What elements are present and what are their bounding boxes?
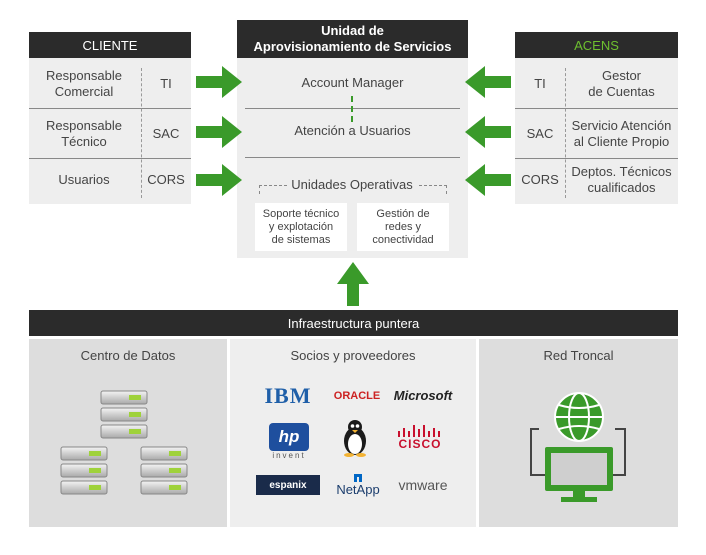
unidad-panel: Account Manager Atención a Usuarios Unid…	[237, 58, 468, 258]
centro-datos-panel: Centro de Datos	[29, 339, 227, 527]
cliente-code-3: CORS	[147, 172, 185, 187]
infra-header: Infraestructura puntera	[29, 310, 678, 336]
socios-panel: Socios y proveedores IBM ORACLE Microsof…	[230, 339, 476, 527]
centro-datos-title: Centro de Datos	[80, 348, 176, 363]
divider	[245, 157, 460, 158]
hp-logo: hp invent	[266, 421, 312, 461]
netapp-logo: NetApp	[330, 469, 386, 499]
cliente-title: CLIENTE	[82, 37, 138, 53]
red-troncal-panel: Red Troncal	[479, 339, 678, 527]
espanix-logo: espanix	[256, 475, 320, 495]
unidad-title-line1: Unidad de	[321, 23, 384, 38]
acens-header: ACENS	[515, 32, 678, 58]
arrow-left-icon	[465, 116, 511, 148]
vmware-logo: vmware	[398, 477, 448, 493]
unidad-title-line2: Aprovisionamiento de Servicios	[253, 39, 452, 54]
arrow-left-icon	[465, 164, 511, 196]
socios-title: Socios y proveedores	[290, 348, 416, 363]
arrow-right-icon	[196, 66, 242, 98]
network-computer-icon	[530, 392, 626, 502]
arrow-left-icon	[465, 66, 511, 98]
microsoft-logo: Microsoft	[393, 387, 453, 403]
atencion-usuarios: Atención a Usuarios	[294, 123, 411, 138]
oracle-logo: ORACLE	[333, 390, 381, 402]
infra-title: Infraestructura puntera	[287, 315, 420, 331]
linux-tux-icon	[344, 420, 366, 457]
arrow-up-icon	[337, 262, 369, 306]
divider	[515, 158, 678, 159]
green-dashed-connector	[351, 96, 353, 122]
acens-title: ACENS	[574, 37, 619, 53]
acens-code-3: CORS	[521, 172, 559, 187]
acens-code-2: SAC	[526, 126, 554, 141]
cliente-code-2: SAC	[152, 126, 180, 141]
acens-code-1: TI	[534, 76, 546, 91]
unidades-operativas: Unidades Operativas	[287, 176, 417, 194]
cliente-code-1: TI	[160, 76, 172, 91]
divider	[29, 158, 191, 159]
ibm-logo: IBM	[264, 383, 312, 408]
column-divider	[565, 68, 566, 198]
column-divider	[141, 68, 142, 198]
divider	[29, 108, 191, 109]
account-manager: Account Manager	[301, 75, 404, 90]
cliente-role-3: Usuarios	[58, 172, 110, 187]
cliente-role-1: Responsable Comercial	[46, 68, 122, 99]
cliente-role-2: Responsable Técnico	[46, 118, 122, 149]
arrow-right-icon	[196, 164, 242, 196]
unidad-header: Unidad de Aprovisionamiento de Servicios	[237, 20, 468, 58]
servers-icon	[60, 390, 188, 495]
cliente-header: CLIENTE	[29, 32, 191, 58]
divider	[515, 108, 678, 109]
netapp-mark-icon	[354, 473, 362, 482]
cisco-bars-icon	[398, 425, 440, 437]
cisco-logo: CISCO	[390, 423, 450, 453]
cliente-panel: Responsable Comercial TI Responsable Téc…	[29, 58, 191, 204]
arrow-right-icon	[196, 116, 242, 148]
red-troncal-title: Red Troncal	[543, 348, 614, 363]
